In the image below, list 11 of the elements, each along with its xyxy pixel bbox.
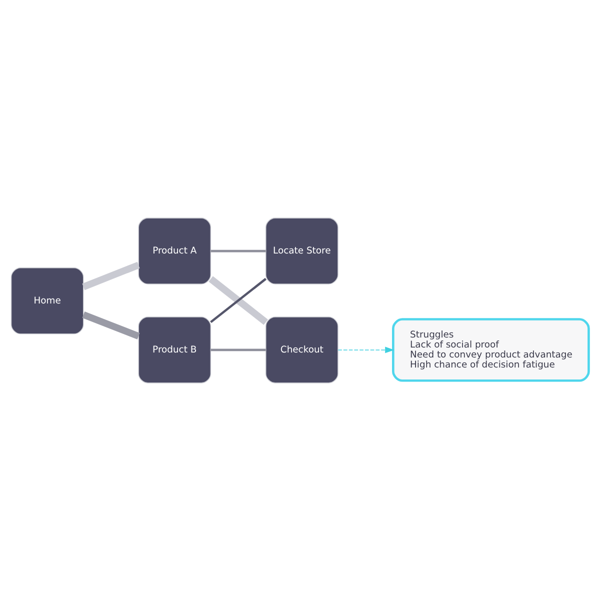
node-box: Home [10,268,84,334]
node-box: Struggles Lack of social proof Need to convey product advantage High chance of decision fatigue [392,318,590,382]
node-box: Locate Store [266,218,338,284]
node-box: Checkout [266,316,338,384]
node-box: Product B [138,316,212,384]
arrow [338,346,394,354]
connector [82,262,140,290]
connector [82,311,140,340]
node-box: Product A [138,218,212,284]
connector [210,348,266,352]
connector [210,250,266,252]
